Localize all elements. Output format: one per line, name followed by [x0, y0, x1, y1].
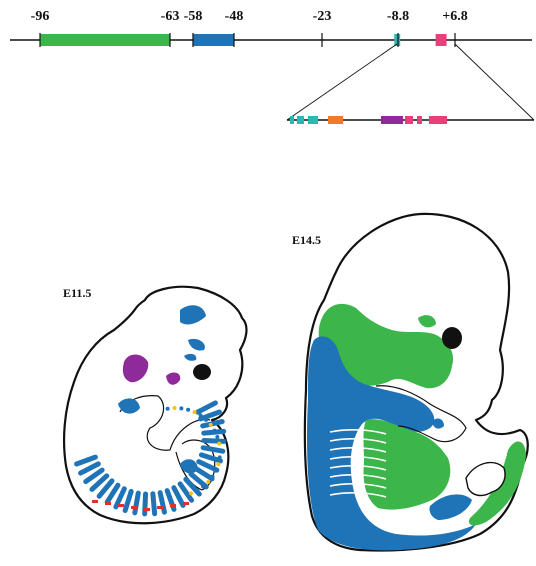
map-tick-label: -58: [184, 9, 203, 24]
detail-orange-mark: [328, 116, 343, 124]
e11-5-tail-dot: [186, 408, 190, 412]
detail-pink-mark-3: [429, 116, 447, 124]
e11-5-red-mark: [183, 502, 189, 505]
e14-5-eye: [442, 327, 462, 349]
detail-teal-mark-2: [297, 116, 304, 124]
zoom-detail: [287, 44, 534, 124]
e11-5-somite: [204, 440, 224, 441]
detail-teal-mark-1: [290, 116, 294, 124]
stage-label-e11-5: E11.5: [63, 286, 91, 300]
e11-5-tail-dot: [214, 469, 218, 473]
e11-5-tail-dot: [218, 448, 222, 452]
map-tick-label: -96: [31, 9, 50, 24]
pink-segment: [436, 34, 447, 46]
e11-5-tail-dot: [193, 410, 197, 414]
e11-5-tail-dot: [206, 480, 210, 484]
e11-5-red-mark: [92, 500, 98, 503]
e11-5-red-mark: [157, 506, 163, 509]
e11-5-tail-dot: [209, 423, 213, 427]
map-tick-label: -48: [225, 9, 244, 24]
genomic-map: -96 -63 -58 -48 -23 -8.8 +6.8: [10, 9, 532, 47]
teal-segment: [394, 34, 400, 46]
map-tick-label: -23: [313, 9, 332, 24]
e11-5-tail-dot: [212, 429, 216, 433]
e11-5-red-mark: [131, 506, 137, 509]
e11-5-tail-dot: [172, 406, 176, 410]
detail-pink-mark-2: [417, 116, 422, 124]
e11-5-red-mark: [170, 504, 176, 507]
green-segment: [40, 34, 170, 46]
map-tick-label: -63: [161, 9, 180, 24]
blue-segment: [193, 34, 234, 46]
map-tick-label: +6.8: [442, 9, 467, 24]
embryo-e14-5: E14.5: [292, 214, 528, 551]
detail-pink-mark-1: [405, 116, 413, 124]
detail-teal-mark-3: [308, 116, 318, 124]
e11-5-tail-dot: [199, 414, 203, 418]
embryo-e11-5: E11.5: [63, 286, 246, 523]
e11-5-red-mark: [144, 508, 150, 511]
map-tick-label: -8.8: [387, 9, 409, 24]
zoom-guide-right: [455, 44, 534, 120]
e11-5-tail-dot: [216, 462, 220, 466]
e11-5-tail-dot: [189, 491, 193, 495]
e11-5-tail-dot: [218, 455, 222, 459]
stage-label-e14-5: E14.5: [292, 233, 321, 247]
e11-5-tail-dot: [217, 442, 221, 446]
e11-5-tail-dot: [201, 485, 205, 489]
e11-5-eye: [193, 364, 211, 380]
e11-5-tail-dot: [166, 407, 170, 411]
e11-5-tail-dot: [204, 418, 208, 422]
e11-5-somite: [153, 494, 155, 514]
zoom-guide-left: [287, 44, 397, 120]
e11-5-tail-dot: [179, 406, 183, 410]
e11-5-red-mark: [118, 504, 124, 507]
detail-purple-mark: [381, 116, 403, 124]
e11-5-tail-dot: [215, 435, 219, 439]
e11-5-tail-dot: [210, 475, 214, 479]
e11-5-somite: [135, 493, 138, 513]
e11-5-red-mark: [105, 502, 111, 505]
e11-5-tail-dot: [195, 488, 199, 492]
